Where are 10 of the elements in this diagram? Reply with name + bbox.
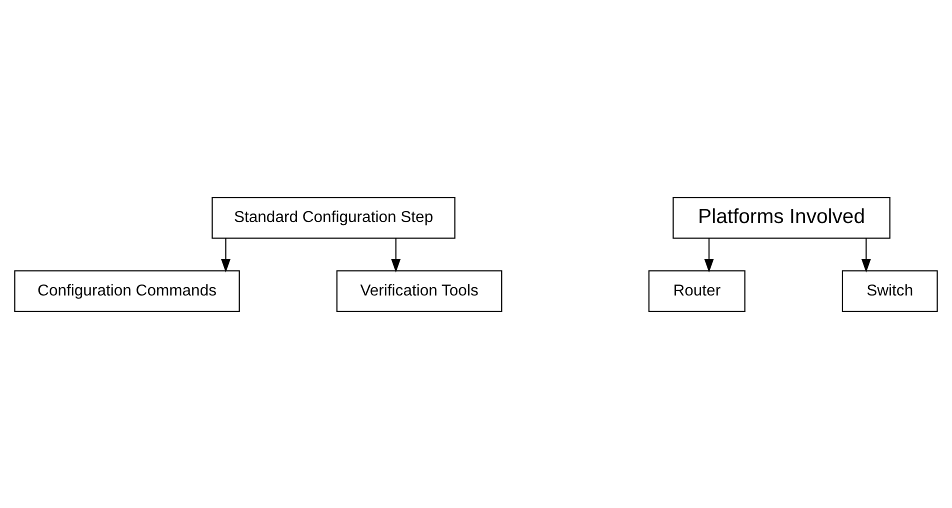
node-box: Verification Tools bbox=[336, 270, 502, 312]
arrow bbox=[704, 238, 714, 272]
node-box: Platforms Involved bbox=[672, 196, 890, 238]
arrow bbox=[391, 238, 401, 272]
node-box: Configuration Commands bbox=[14, 270, 240, 312]
node-box: Standard Configuration Step bbox=[212, 196, 456, 238]
node-box: Router bbox=[648, 270, 746, 312]
arrow bbox=[861, 238, 871, 272]
node-box: Switch bbox=[842, 270, 938, 312]
arrow bbox=[221, 238, 231, 272]
